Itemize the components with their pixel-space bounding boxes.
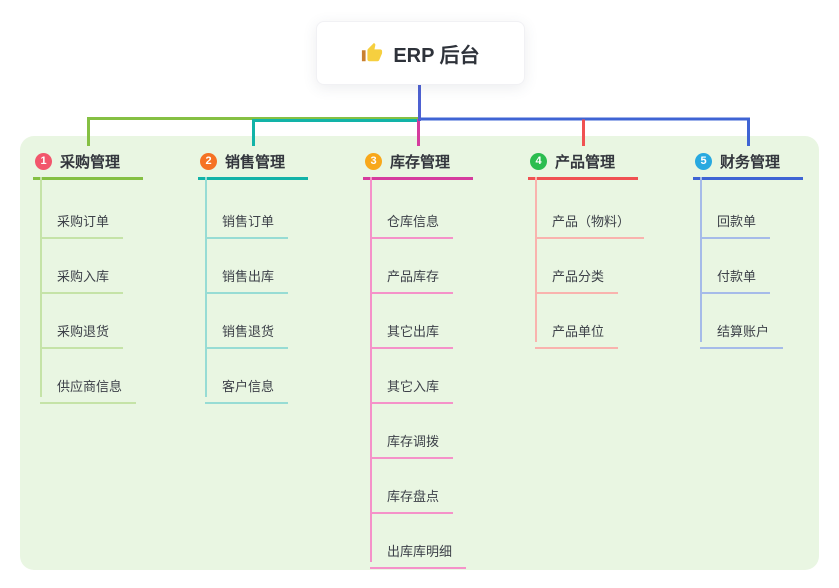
root-label: ERP 后台	[393, 44, 480, 67]
node-item[interactable]: 采购入库	[40, 245, 124, 294]
node-item[interactable]: 出库库明细	[370, 520, 467, 569]
branch-label: 采购管理	[60, 154, 121, 171]
branch-label: 销售管理	[225, 154, 286, 171]
node-item[interactable]: 产品分类	[535, 245, 619, 294]
branch-column-3: 3 库存管理仓库信息产品库存其它出库其它入库库存调拨库存盘点出库库明细	[363, 0, 528, 588]
node-item[interactable]: 客户信息	[205, 355, 289, 404]
branch-tree-line	[40, 177, 42, 397]
branch-badge: 2	[200, 153, 217, 170]
node-item[interactable]: 其它入库	[370, 355, 454, 404]
node-item[interactable]: 回款单	[700, 190, 771, 239]
branch-header-2[interactable]: 2 销售管理	[198, 146, 308, 180]
branch-tree-line	[535, 177, 537, 342]
thumbs-up-icon	[362, 42, 383, 62]
branch-column-2: 2 销售管理销售订单销售出库销售退货客户信息	[198, 0, 363, 588]
node-item[interactable]: 付款单	[700, 245, 771, 294]
root-node[interactable]: ERP 后台	[316, 21, 525, 85]
branch-header-3[interactable]: 3 库存管理	[363, 146, 473, 180]
branch-header-1[interactable]: 1 采购管理	[33, 146, 143, 180]
branch-tree-line	[370, 177, 372, 562]
node-item[interactable]: 结算账户	[700, 300, 784, 349]
branch-column-1: 1 采购管理采购订单采购入库采购退货供应商信息	[33, 0, 198, 588]
branch-header-5[interactable]: 5 财务管理	[693, 146, 803, 180]
node-item[interactable]: 其它出库	[370, 300, 454, 349]
branch-label: 库存管理	[390, 154, 451, 171]
branch-label: 财务管理	[720, 154, 781, 171]
branch-tree-line	[700, 177, 702, 342]
node-item[interactable]: 产品（物料）	[535, 190, 645, 239]
branch-badge: 5	[695, 153, 712, 170]
branch-column-4: 4 产品管理产品（物料） 产品分类产品单位	[528, 0, 693, 588]
node-item[interactable]: 供应商信息	[40, 355, 137, 404]
node-item[interactable]: 库存盘点	[370, 465, 454, 514]
node-item[interactable]: 销售订单	[205, 190, 289, 239]
node-item[interactable]: 仓库信息	[370, 190, 454, 239]
node-item[interactable]: 销售退货	[205, 300, 289, 349]
branch-column-5: 5 财务管理回款单付款单结算账户	[693, 0, 839, 588]
branch-tree-line	[205, 177, 207, 397]
branch-header-4[interactable]: 4 产品管理	[528, 146, 638, 180]
node-item[interactable]: 销售出库	[205, 245, 289, 294]
branch-badge: 4	[530, 153, 547, 170]
node-item[interactable]: 产品单位	[535, 300, 619, 349]
branch-badge: 1	[35, 153, 52, 170]
node-item[interactable]: 产品库存	[370, 245, 454, 294]
node-item[interactable]: 采购退货	[40, 300, 124, 349]
mindmap-panel	[20, 136, 819, 570]
node-item[interactable]: 库存调拨	[370, 410, 454, 459]
branch-badge: 3	[365, 153, 382, 170]
branch-label: 产品管理	[555, 154, 616, 171]
node-item[interactable]: 采购订单	[40, 190, 124, 239]
